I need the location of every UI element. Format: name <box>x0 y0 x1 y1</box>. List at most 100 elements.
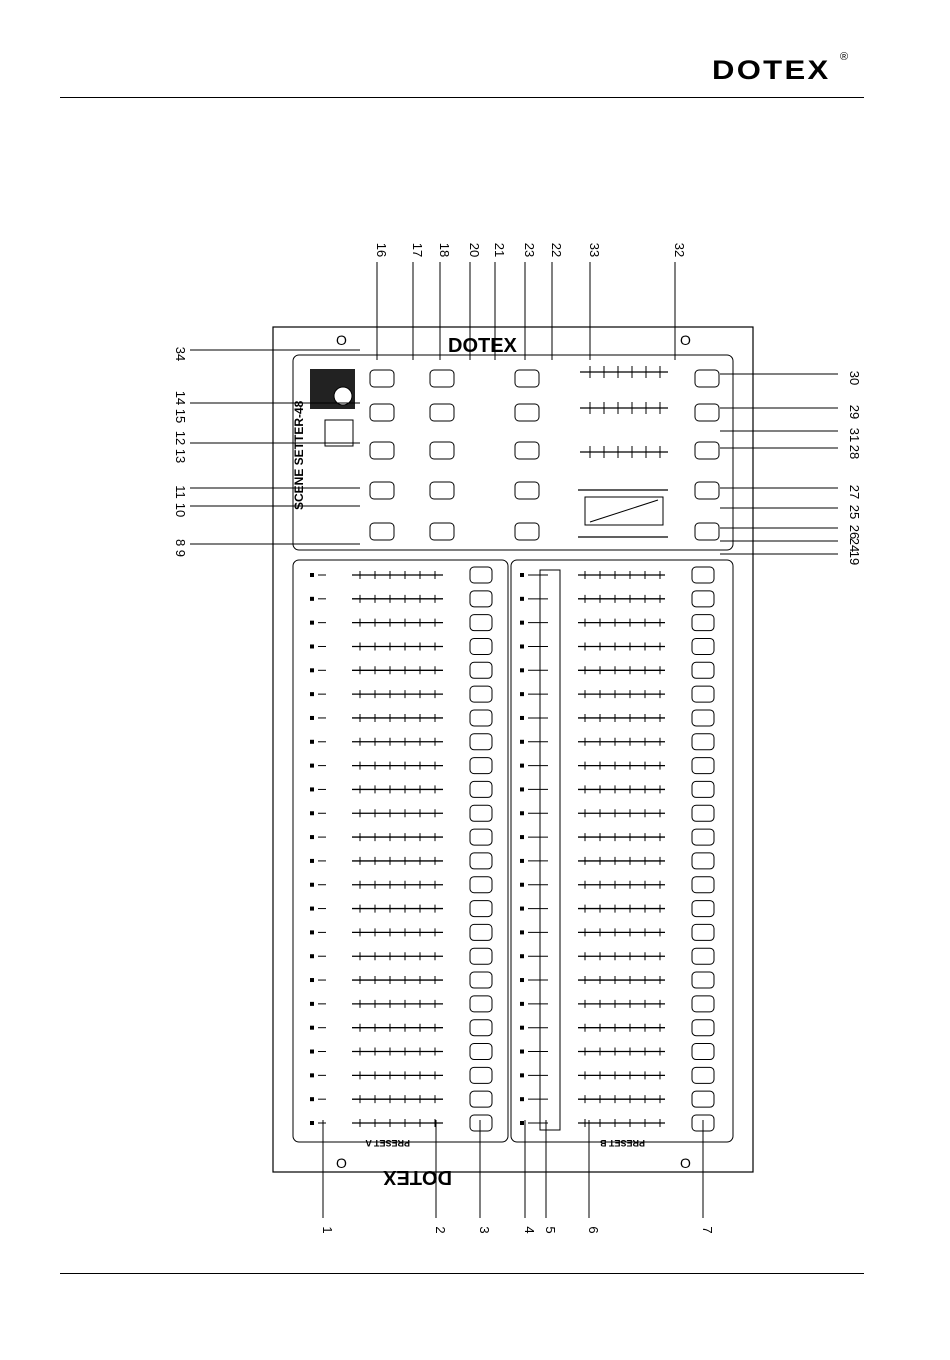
preset-b-channel-strip <box>540 570 560 1130</box>
preset-b-flash-button <box>692 853 714 869</box>
preset-a-led <box>310 787 314 791</box>
control-button <box>515 404 539 421</box>
preset-b-flash-button <box>692 948 714 964</box>
preset-a-flash-button <box>470 924 492 940</box>
preset-a-flash-button <box>470 901 492 917</box>
control-button <box>430 404 454 421</box>
control-button <box>515 442 539 459</box>
callout-number: 29 <box>847 405 862 419</box>
preset-b-flash-button <box>692 829 714 845</box>
preset-a-led <box>310 859 314 863</box>
preset-a-led <box>310 883 314 887</box>
callout-number: 32 <box>672 243 687 257</box>
preset-b-flash-button <box>692 710 714 726</box>
preset-a-flash-button <box>470 686 492 702</box>
preset-a-led <box>310 954 314 958</box>
control-button <box>370 523 394 540</box>
callout-number: 8 9 <box>173 539 188 557</box>
preset-a-led <box>310 764 314 768</box>
preset-b-label: PRESET B <box>599 1138 645 1148</box>
control-button <box>370 442 394 459</box>
control-button <box>515 370 539 387</box>
callout-number: 31 <box>847 428 862 442</box>
preset-b-flash-button <box>692 662 714 678</box>
preset-b-led <box>520 1073 524 1077</box>
preset-b-flash-button <box>692 686 714 702</box>
preset-b-led <box>520 1026 524 1030</box>
footer-rule <box>60 1273 864 1274</box>
preset-a-led <box>310 692 314 696</box>
preset-b-flash-button <box>692 877 714 893</box>
callout-number: 12 13 <box>173 431 188 464</box>
control-button <box>695 482 719 499</box>
preset-b-led <box>520 907 524 911</box>
preset-a-led <box>310 1002 314 1006</box>
callout-number: 25 <box>847 505 862 519</box>
panel-logo-bottom: DOTEX <box>382 1166 452 1188</box>
control-button <box>515 523 539 540</box>
preset-b-led <box>520 764 524 768</box>
preset-a-label: PRESET A <box>365 1138 410 1148</box>
callout-number: 2 <box>433 1226 448 1233</box>
preset-a-flash-button <box>470 1091 492 1107</box>
preset-b-flash-button <box>692 901 714 917</box>
preset-b-flash-button <box>692 996 714 1012</box>
preset-a-flash-button <box>470 948 492 964</box>
lcd-display <box>325 420 353 446</box>
preset-b-flash-button <box>692 924 714 940</box>
preset-b-flash-button <box>692 1067 714 1083</box>
control-button <box>430 523 454 540</box>
preset-a-led <box>310 597 314 601</box>
preset-a-led <box>310 907 314 911</box>
preset-b-flash-button <box>692 1091 714 1107</box>
preset-a-flash-button <box>470 638 492 654</box>
preset-a-flash-button <box>470 591 492 607</box>
preset-a-flash-button <box>470 877 492 893</box>
preset-b-led <box>520 1002 524 1006</box>
callout-number: 7 <box>700 1226 715 1233</box>
preset-b-led <box>520 883 524 887</box>
preset-b-led <box>520 787 524 791</box>
preset-b-led <box>520 930 524 934</box>
preset-b-flash-button <box>692 758 714 774</box>
callout-number: 17 <box>410 243 425 257</box>
preset-b-led <box>520 668 524 672</box>
control-button <box>430 370 454 387</box>
preset-a-flash-button <box>470 853 492 869</box>
control-button <box>695 523 719 540</box>
preset-b-flash-button <box>692 615 714 631</box>
preset-a-flash-button <box>470 805 492 821</box>
encoder-knob <box>334 387 352 405</box>
preset-b-flash-button <box>692 972 714 988</box>
control-button <box>695 442 719 459</box>
preset-a-led <box>310 740 314 744</box>
callout-number: 14 15 <box>173 391 188 424</box>
preset-a-led <box>310 1026 314 1030</box>
preset-a-flash-button <box>470 758 492 774</box>
callout-number: 23 <box>522 243 537 257</box>
console-frame <box>273 327 753 1172</box>
preset-a-led <box>310 668 314 672</box>
callout-number: 20 <box>467 243 482 257</box>
preset-b-led <box>520 859 524 863</box>
control-button <box>370 404 394 421</box>
preset-a-led <box>310 573 314 577</box>
preset-b-flash-button <box>692 638 714 654</box>
callout-number: 1 <box>320 1226 335 1233</box>
preset-a-flash-button <box>470 567 492 583</box>
preset-b-flash-button <box>692 591 714 607</box>
callout-number: 18 <box>437 243 452 257</box>
callout-number: 4 <box>522 1226 537 1233</box>
lcd-screen-diagonal <box>590 500 658 522</box>
control-button <box>370 482 394 499</box>
preset-a-flash-button <box>470 972 492 988</box>
callout-number: 6 <box>586 1226 601 1233</box>
preset-b-led <box>520 1050 524 1054</box>
callout-number: 5 <box>543 1226 558 1233</box>
preset-b-led <box>520 954 524 958</box>
callout-number: 34 <box>173 347 188 361</box>
preset-a-led <box>310 1050 314 1054</box>
preset-a-led <box>310 1073 314 1077</box>
preset-a-flash-button <box>470 734 492 750</box>
